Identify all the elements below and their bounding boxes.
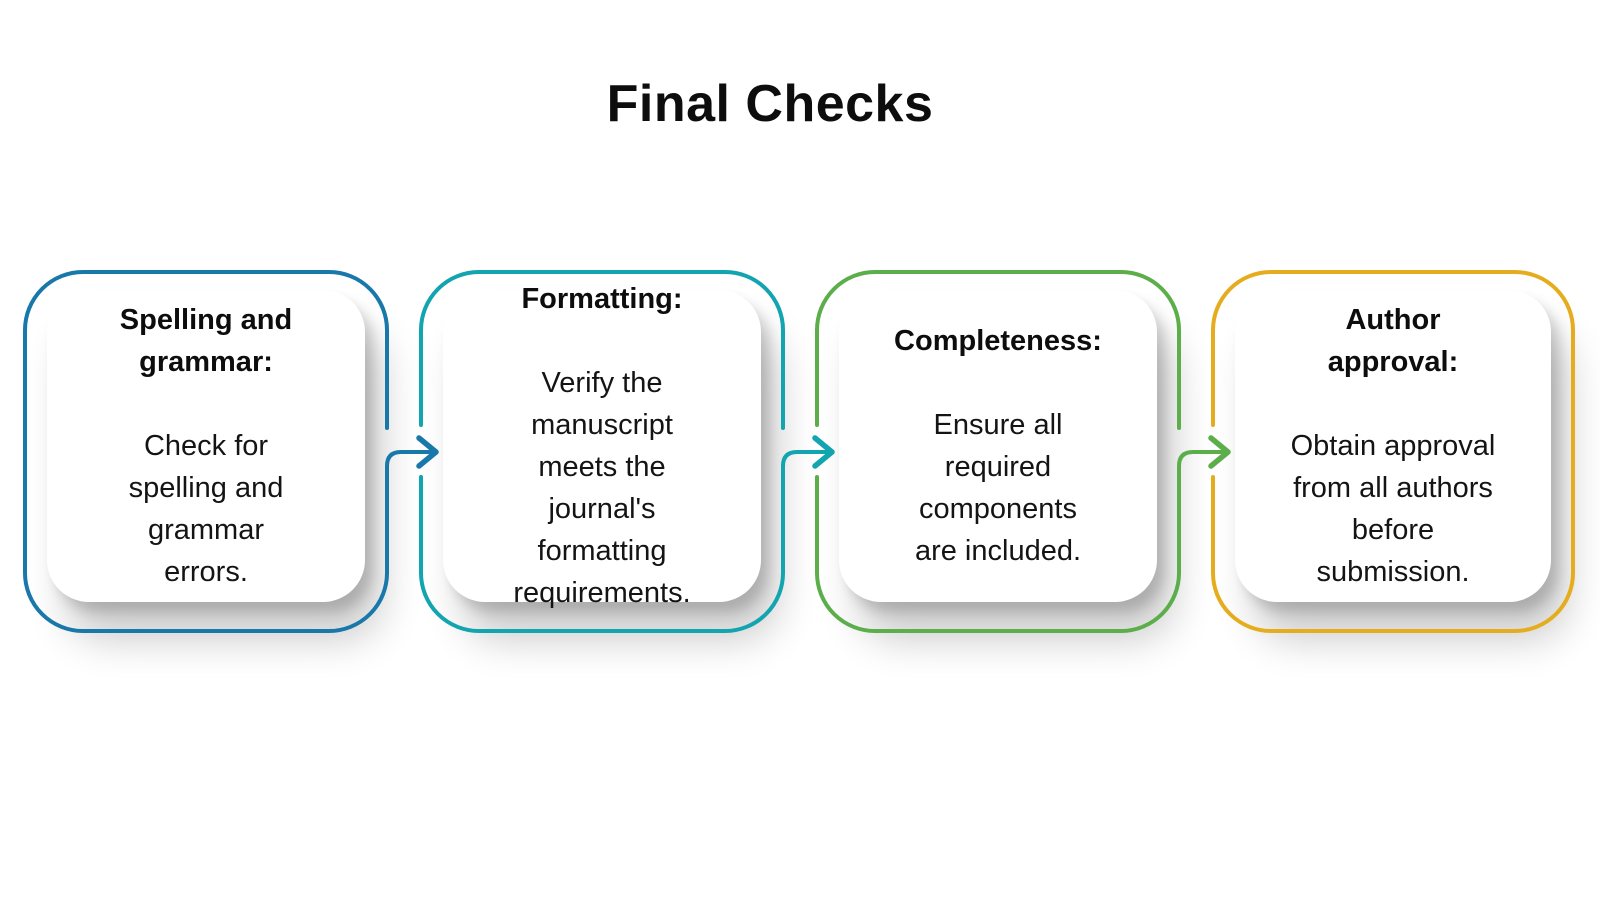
step-text: Spelling and grammar: Check for spelling… bbox=[120, 257, 292, 635]
step-card-formatting: Formatting: Verify the manuscript meets … bbox=[443, 283, 761, 609]
step-body: Check for spelling and grammar errors. bbox=[128, 430, 284, 588]
arrow-right-icon bbox=[812, 435, 835, 469]
step-body: Ensure all required components are inclu… bbox=[914, 409, 1082, 567]
page-title: Final Checks bbox=[606, 75, 934, 133]
step-heading: Formatting: bbox=[521, 283, 683, 315]
step-heading: Author approval: bbox=[1327, 304, 1459, 378]
arrow-right-icon bbox=[416, 435, 439, 469]
step-heading: Completeness: bbox=[894, 325, 1102, 357]
step-card-completeness: Completeness: Ensure all required compon… bbox=[839, 290, 1157, 602]
step-text: Formatting: Verify the manuscript meets … bbox=[513, 236, 690, 656]
step-body: Verify the manuscript meets the journal'… bbox=[513, 367, 691, 609]
step-body: Obtain approval from all authors before … bbox=[1290, 430, 1496, 588]
step-card-author-approval: Author approval: Obtain approval from al… bbox=[1235, 290, 1551, 602]
arrow-right-icon bbox=[1208, 435, 1231, 469]
step-card-spelling-grammar: Spelling and grammar: Check for spelling… bbox=[47, 290, 365, 602]
step-text: Completeness: Ensure all required compon… bbox=[894, 278, 1102, 614]
step-text: Author approval: Obtain approval from al… bbox=[1291, 257, 1496, 635]
step-heading: Spelling and grammar: bbox=[119, 304, 293, 378]
